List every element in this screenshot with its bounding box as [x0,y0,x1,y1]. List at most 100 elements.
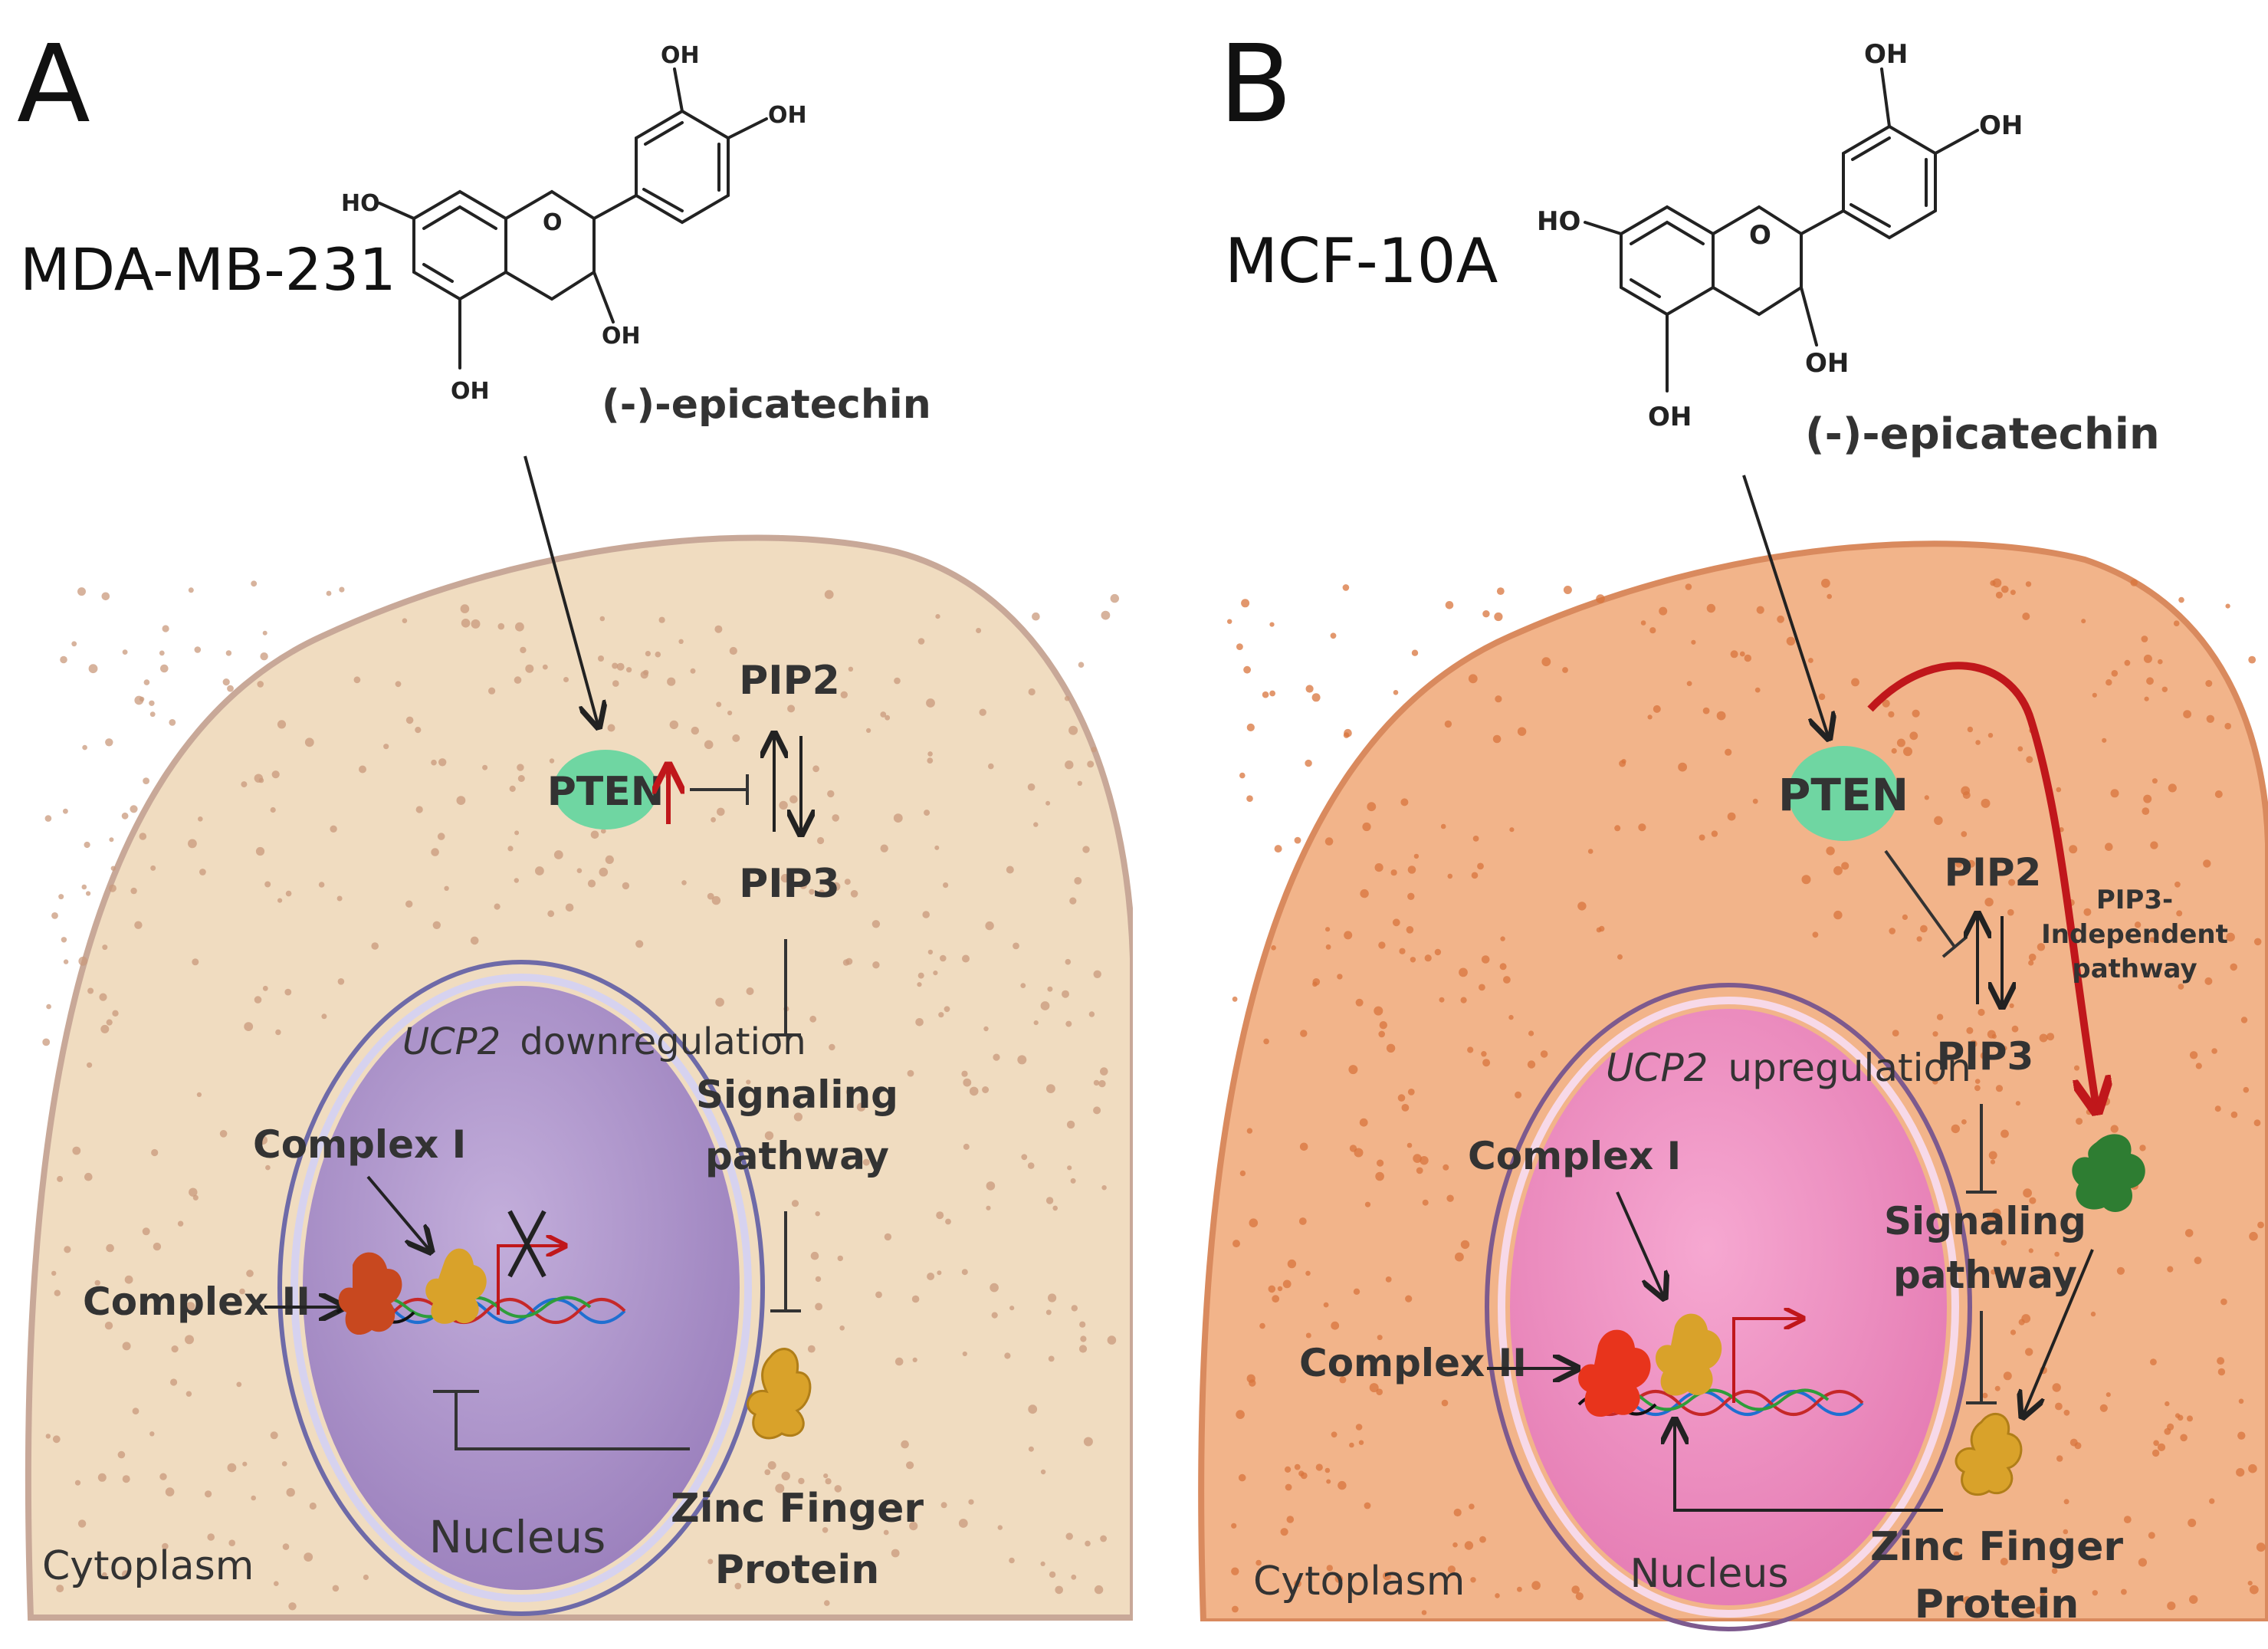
granule [1065,958,1072,965]
granule [353,676,361,684]
granule [1992,578,2002,588]
granule [917,982,922,987]
granule [991,1312,998,1319]
granule [2046,1033,2055,1041]
granule [2106,1392,2111,1398]
granule [1305,759,1312,767]
granule [1263,1038,1269,1045]
granule [983,1026,989,1032]
granule [1479,1536,1486,1543]
protein-label: Protein [715,1547,879,1593]
granule [1527,1060,1536,1069]
granule [707,1559,714,1565]
granule [1049,1571,1056,1578]
granule [1028,688,1036,696]
granule [461,619,471,628]
granule [1453,1508,1462,1517]
granule [2056,1455,2063,1462]
nuclear-envelope-outer [1485,983,1972,1631]
granule [1101,610,1111,620]
granule [2151,1449,2160,1457]
granule [198,816,203,822]
granule [2025,581,2032,587]
granule [2063,1529,2069,1535]
arrow-complex-i [1616,1191,1663,1296]
granule [54,1289,61,1296]
granule [1246,723,1255,732]
granule [1482,610,1490,618]
granule [2099,1404,2108,1412]
granule [86,1290,94,1299]
granule [798,1477,805,1485]
granule [1107,1335,1117,1345]
granule [1777,615,1785,623]
granule [2226,932,2235,942]
granule [1421,1610,1427,1615]
granule [1078,662,1085,668]
granule [318,882,325,888]
granule [2178,596,2184,603]
granule [2110,789,2119,798]
granule [339,586,345,593]
granule [1239,772,1246,779]
granule [1378,1030,1385,1038]
granule [2111,670,2119,677]
granule [1399,948,1406,954]
granule [717,807,725,816]
granule [2000,1558,2008,1565]
pten-node [553,750,658,829]
granule [1407,892,1415,901]
granule [517,764,524,771]
cell-line-label: MCF-10A [1225,225,1498,297]
granule [565,903,574,912]
granule [871,920,881,928]
granule [605,855,614,864]
granule [2176,910,2183,917]
granule [1359,1118,1368,1127]
granule [1482,1059,1491,1067]
nucleus [1510,1009,1947,1605]
granule [799,882,807,889]
granule [1678,762,1688,772]
granule [2015,1101,2020,1106]
granule [2206,714,2214,723]
oh-label: OH [1805,348,1849,379]
nucleus [303,986,740,1590]
granule [143,679,150,685]
arrow-epicatechin-to-pten [1742,475,1828,736]
pten-node [1788,746,1899,841]
granule [1730,650,1738,659]
granule [185,1302,195,1311]
granule [1246,1374,1255,1383]
epicatechin-structure: OH OH HO OH OH O [341,42,807,405]
granule [82,744,87,751]
granule [106,1243,114,1253]
granule [1236,643,1243,650]
granule [807,1345,816,1353]
granule [1100,1067,1108,1076]
granule [1027,1162,1035,1169]
granule [151,1148,159,1157]
granule [2253,938,2262,946]
granule [1298,1217,1307,1225]
granule [1325,944,1331,950]
granule [927,1273,935,1280]
granule [196,1092,202,1097]
granule [2124,659,2131,666]
granule [1443,1164,1449,1171]
granule [2141,636,2148,642]
granule [139,696,145,702]
granule [2249,1585,2259,1595]
granule [691,726,699,735]
granule [635,940,644,948]
granule [2211,1048,2217,1054]
granule [415,806,423,813]
granule [1110,593,1120,603]
granule [1987,733,1994,738]
granule [86,891,91,896]
granule [2102,737,2107,743]
oh-label: OH [1864,39,1908,70]
oh-label: OH [1979,110,2023,141]
granule [74,1480,81,1486]
granule [285,890,292,897]
